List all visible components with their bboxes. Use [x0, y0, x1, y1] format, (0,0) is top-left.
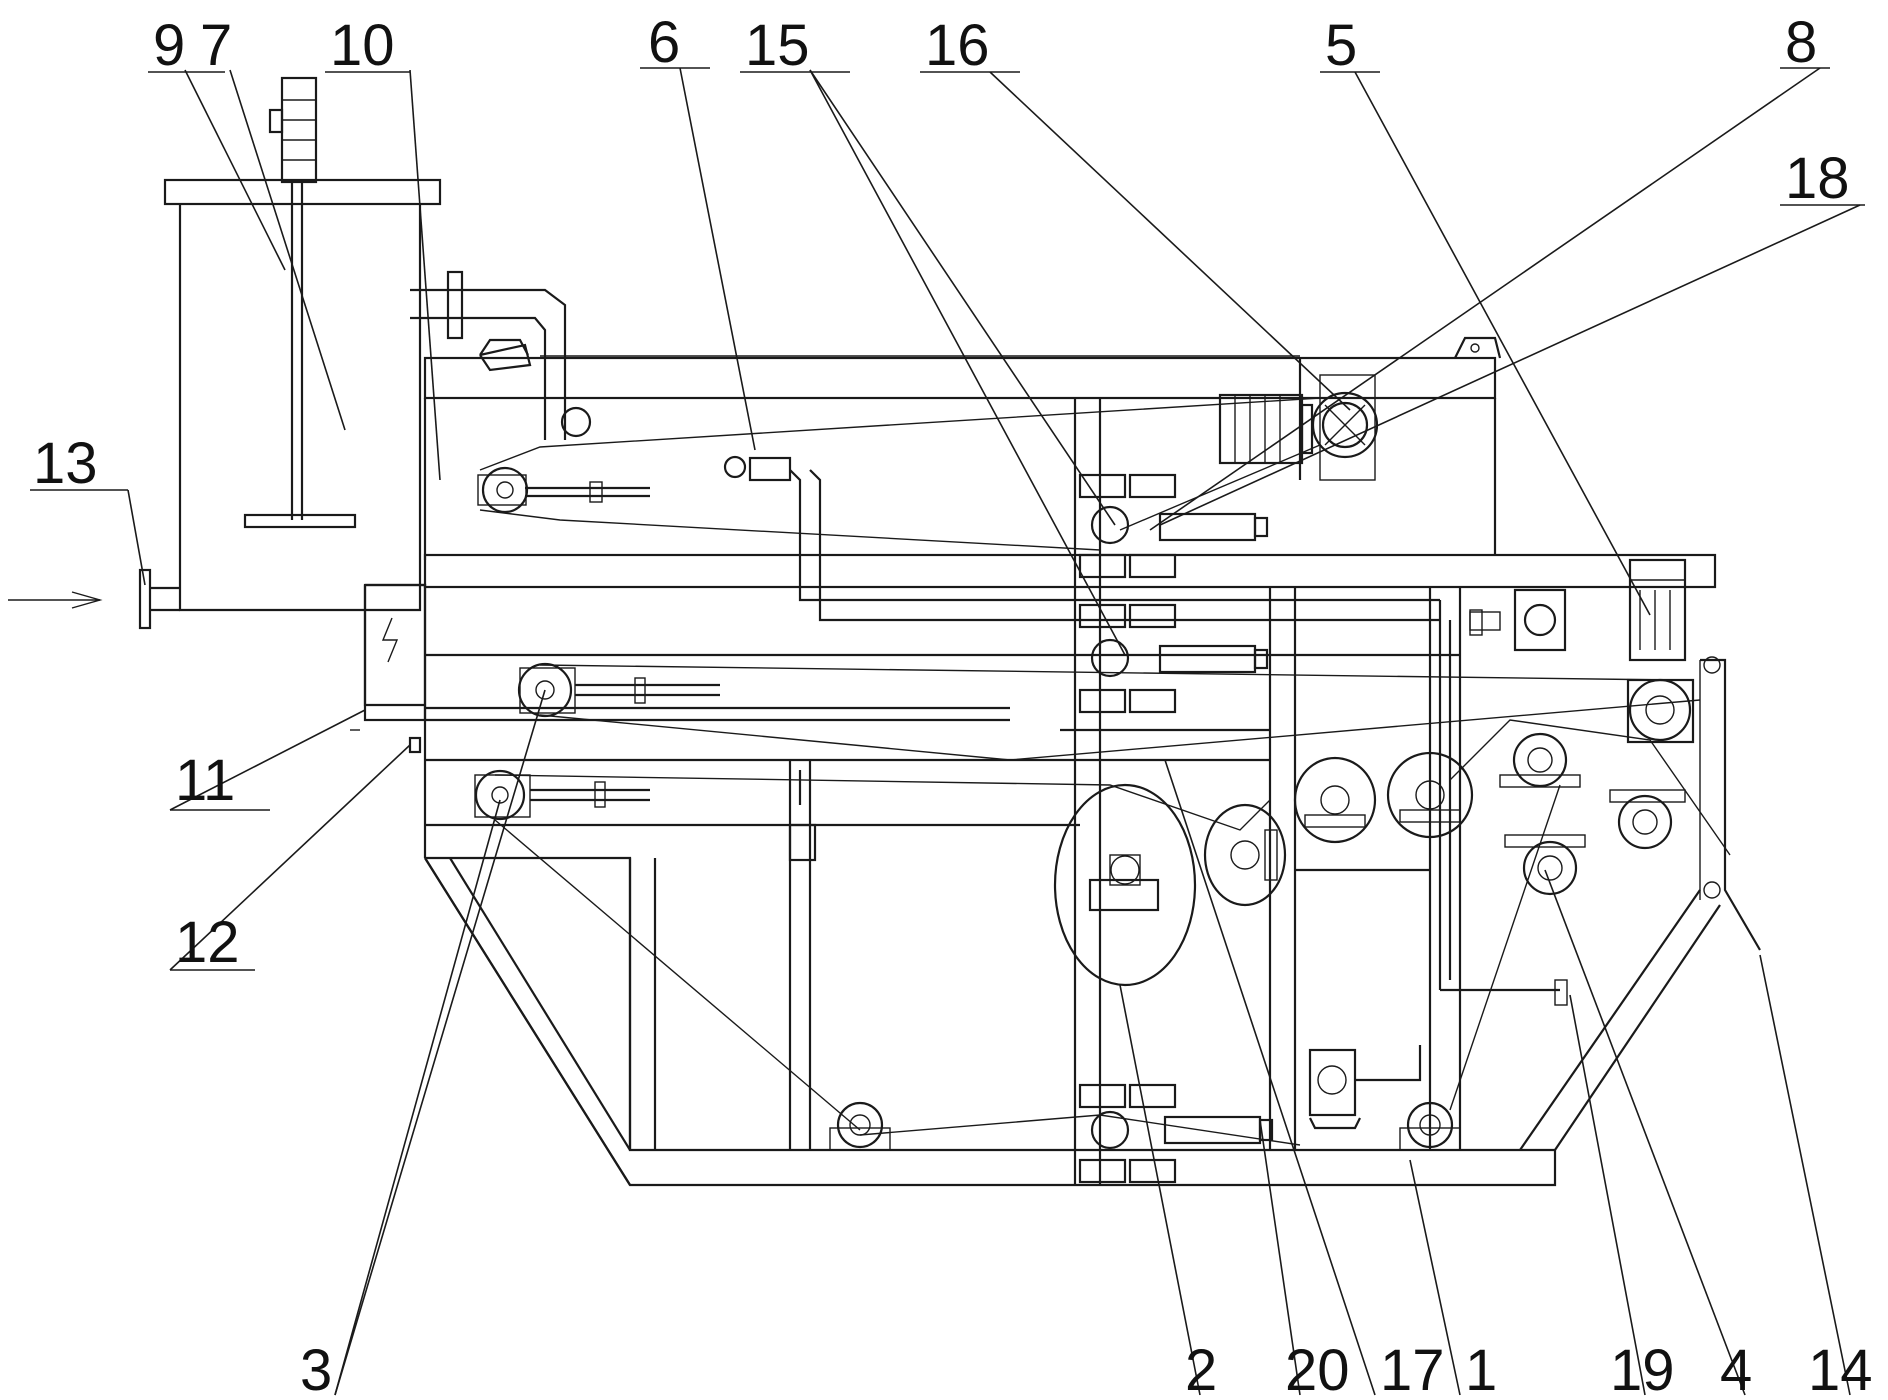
discharge-scraper: [1699, 656, 1761, 951]
main-frame: [350, 355, 1721, 1187]
spray-pipe: [723, 455, 1568, 1117]
label-5: 5: [1325, 13, 1357, 78]
top-brackets: [479, 336, 1502, 359]
part-labels: 9 7 10 6 15 16 5 8 18 13 11 12 3 2 20 17…: [33, 10, 1873, 1400]
rollers: [474, 466, 1695, 1151]
label-19: 19: [1610, 1338, 1675, 1400]
label-4: 4: [1720, 1338, 1752, 1400]
label-16: 16: [925, 13, 990, 78]
label-6: 6: [648, 10, 680, 75]
water-tray: [1309, 1117, 1361, 1130]
roller-bottom-left: [829, 1101, 891, 1151]
drum-roller: [1053, 783, 1197, 987]
label-1: 1: [1465, 1338, 1497, 1400]
label-14: 14: [1808, 1338, 1873, 1400]
roller-right-drive: [1626, 678, 1695, 744]
roller-right-group: [1499, 732, 1686, 896]
label-11: 11: [175, 748, 235, 813]
label-18: 18: [1785, 146, 1850, 211]
drive-unit: [1218, 374, 1567, 652]
label-15: 15: [745, 13, 810, 78]
label-underlines: [30, 67, 1865, 971]
roller-upper-left: [477, 466, 650, 514]
belt-motor: [1628, 558, 1687, 662]
label-17: 17: [1380, 1338, 1445, 1400]
label-3: 3: [300, 1338, 332, 1400]
label-10: 10: [330, 13, 395, 78]
label-7: 7: [200, 13, 232, 78]
label-13: 13: [33, 431, 98, 496]
tension-cylinders: [1078, 473, 1274, 1184]
roller-pair-upper: [1293, 751, 1474, 844]
label-20: 20: [1285, 1338, 1350, 1400]
roller-lower-left: [474, 769, 650, 821]
roller-medium: [1203, 803, 1287, 907]
roller-middle-left: [517, 662, 720, 718]
leader-lines: [127, 67, 1861, 1396]
roller-bottom-right: [1399, 1101, 1461, 1151]
feed-pipe: [410, 270, 592, 440]
label-2: 2: [1185, 1338, 1217, 1400]
filter-belts: [479, 397, 1731, 1146]
label-8: 8: [1785, 10, 1817, 75]
label-12: 12: [175, 910, 240, 975]
label-9: 9: [153, 13, 185, 78]
mixing-tank: [8, 76, 442, 630]
